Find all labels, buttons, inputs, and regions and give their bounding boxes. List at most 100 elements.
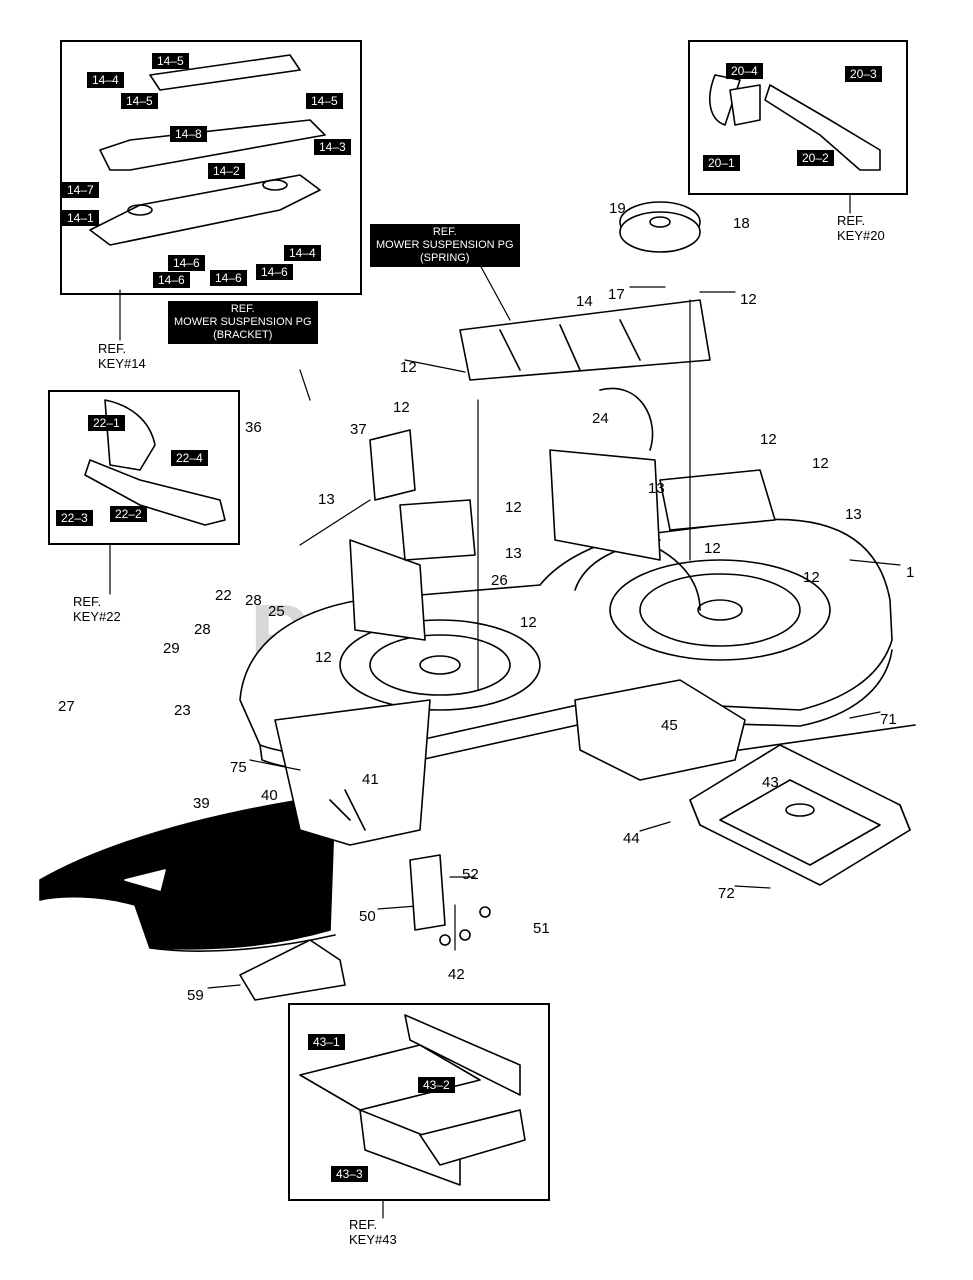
callout-c12f: 12: [812, 455, 829, 472]
callout-c1: 1: [906, 564, 915, 581]
callout-c24: 24: [592, 410, 609, 427]
callout-c12g: 12: [704, 540, 721, 557]
discharge-chute: [39, 789, 336, 952]
subpart-tag-t14-5b: 14–5: [121, 93, 158, 109]
subpart-tag-t14-5c: 14–5: [306, 93, 343, 109]
callout-c50: 50: [359, 908, 376, 925]
reference-label-line: REF.: [98, 341, 127, 356]
callout-c12c: 12: [393, 399, 410, 416]
reference-label-line: KEY#20: [837, 228, 885, 243]
callout-c37: 37: [350, 421, 367, 438]
subpart-tag-t14-1: 14–1: [62, 210, 99, 226]
reference-box-line: (SPRING): [420, 252, 470, 264]
subpart-tag-t43-3: 43–3: [331, 1166, 368, 1182]
callout-c44: 44: [623, 830, 640, 847]
callout-c12b: 12: [400, 359, 417, 376]
reference-box-ref-spring: REF.MOWER SUSPENSION PG(SPRING): [370, 224, 520, 267]
callout-c23: 23: [174, 702, 191, 719]
subpart-tag-t14-6c: 14–6: [256, 264, 293, 280]
inset20-drawing: [709, 74, 881, 171]
plate-59: [239, 939, 346, 1001]
callout-c12d: 12: [505, 499, 522, 516]
callout-c19: 19: [609, 200, 626, 217]
reference-label-ref43: REF.KEY#43: [349, 1217, 397, 1247]
reference-label-line: REF.: [349, 1217, 378, 1232]
callout-c13b: 13: [648, 480, 665, 497]
callout-c27: 27: [58, 698, 75, 715]
subpart-tag-t43-1: 43–1: [308, 1034, 345, 1050]
deflector-bracket: [274, 699, 431, 846]
bracket-50: [409, 854, 491, 946]
reference-label-ref22: REF.KEY#22: [73, 594, 121, 624]
callout-c12i: 12: [520, 614, 537, 631]
subpart-tag-t20-1: 20–1: [703, 155, 740, 171]
callout-c72: 72: [718, 885, 735, 902]
callout-c12e: 12: [760, 431, 777, 448]
subpart-tag-t14-4b: 14–4: [284, 245, 321, 261]
callout-c25: 25: [268, 603, 285, 620]
reference-label-line: KEY#22: [73, 609, 121, 624]
callout-c17: 17: [608, 286, 625, 303]
callout-c26: 26: [491, 572, 508, 589]
callout-c29: 29: [163, 640, 180, 657]
callout-c52: 52: [462, 866, 479, 883]
subpart-tag-t14-2: 14–2: [208, 163, 245, 179]
callout-c40: 40: [261, 787, 278, 804]
inset14-drawing: [89, 54, 326, 246]
reference-box-line: MOWER SUSPENSION PG: [376, 239, 514, 251]
callout-c75: 75: [230, 759, 247, 776]
subpart-tag-t14-7: 14–7: [62, 182, 99, 198]
reference-label-line: KEY#14: [98, 356, 146, 371]
hanger-plates: [349, 429, 776, 641]
subpart-tag-t14-6b: 14–6: [210, 270, 247, 286]
subpart-tag-t14-8: 14–8: [170, 126, 207, 142]
callout-c43: 43: [762, 774, 779, 791]
callout-c39: 39: [193, 795, 210, 812]
subpart-tag-t20-3: 20–3: [845, 66, 882, 82]
inset-key22: [48, 390, 240, 545]
inset43-drawing: [299, 1014, 526, 1186]
reference-box-line: MOWER SUSPENSION PG: [174, 316, 312, 328]
reference-box-ref-bracket: REF.MOWER SUSPENSION PG(BRACKET): [168, 301, 318, 344]
subpart-tag-t22-3: 22–3: [56, 510, 93, 526]
subpart-tag-t14-6a: 14–6: [168, 255, 205, 271]
callout-c14: 14: [576, 293, 593, 310]
inset-key14: [60, 40, 362, 295]
reference-label-ref20: REF.KEY#20: [837, 213, 885, 243]
reference-label-line: REF.: [73, 594, 102, 609]
callout-c28b: 28: [194, 621, 211, 638]
inset-key20: [688, 40, 908, 195]
callout-c12a: 12: [740, 291, 757, 308]
subpart-tag-t22-2: 22–2: [110, 506, 147, 522]
callout-c59: 59: [187, 987, 204, 1004]
callout-c45: 45: [661, 717, 678, 734]
subpart-tag-t14-4a: 14–4: [87, 72, 124, 88]
idler-assembly: [459, 201, 711, 451]
subpart-tag-t20-4: 20–4: [726, 63, 763, 79]
callout-c13a: 13: [318, 491, 335, 508]
callout-c71: 71: [880, 711, 897, 728]
reference-box-line: (BRACKET): [213, 329, 273, 341]
callout-c13c: 13: [845, 506, 862, 523]
inset-key43: [288, 1003, 550, 1201]
reference-label-line: KEY#43: [349, 1232, 397, 1247]
subpart-tag-t43-2: 43–2: [418, 1077, 455, 1093]
callout-c28a: 28: [245, 592, 262, 609]
callout-c13d: 13: [505, 545, 522, 562]
callout-c51: 51: [533, 920, 550, 937]
subpart-tag-t14-6d: 14–6: [153, 272, 190, 288]
callout-c12h: 12: [803, 569, 820, 586]
callout-c22: 22: [215, 587, 232, 604]
reference-box-line: REF.: [432, 226, 457, 238]
callout-c36: 36: [245, 419, 262, 436]
callout-c18: 18: [733, 215, 750, 232]
reference-label-ref14: REF.KEY#14: [98, 341, 146, 371]
reference-box-line: REF.: [230, 303, 255, 315]
leader-lines: [109, 194, 901, 1219]
subpart-tag-t14-3: 14–3: [314, 139, 351, 155]
subpart-tag-t22-4: 22–4: [171, 450, 208, 466]
subpart-tag-t14-5a: 14–5: [152, 53, 189, 69]
bracket-45: [574, 679, 746, 781]
